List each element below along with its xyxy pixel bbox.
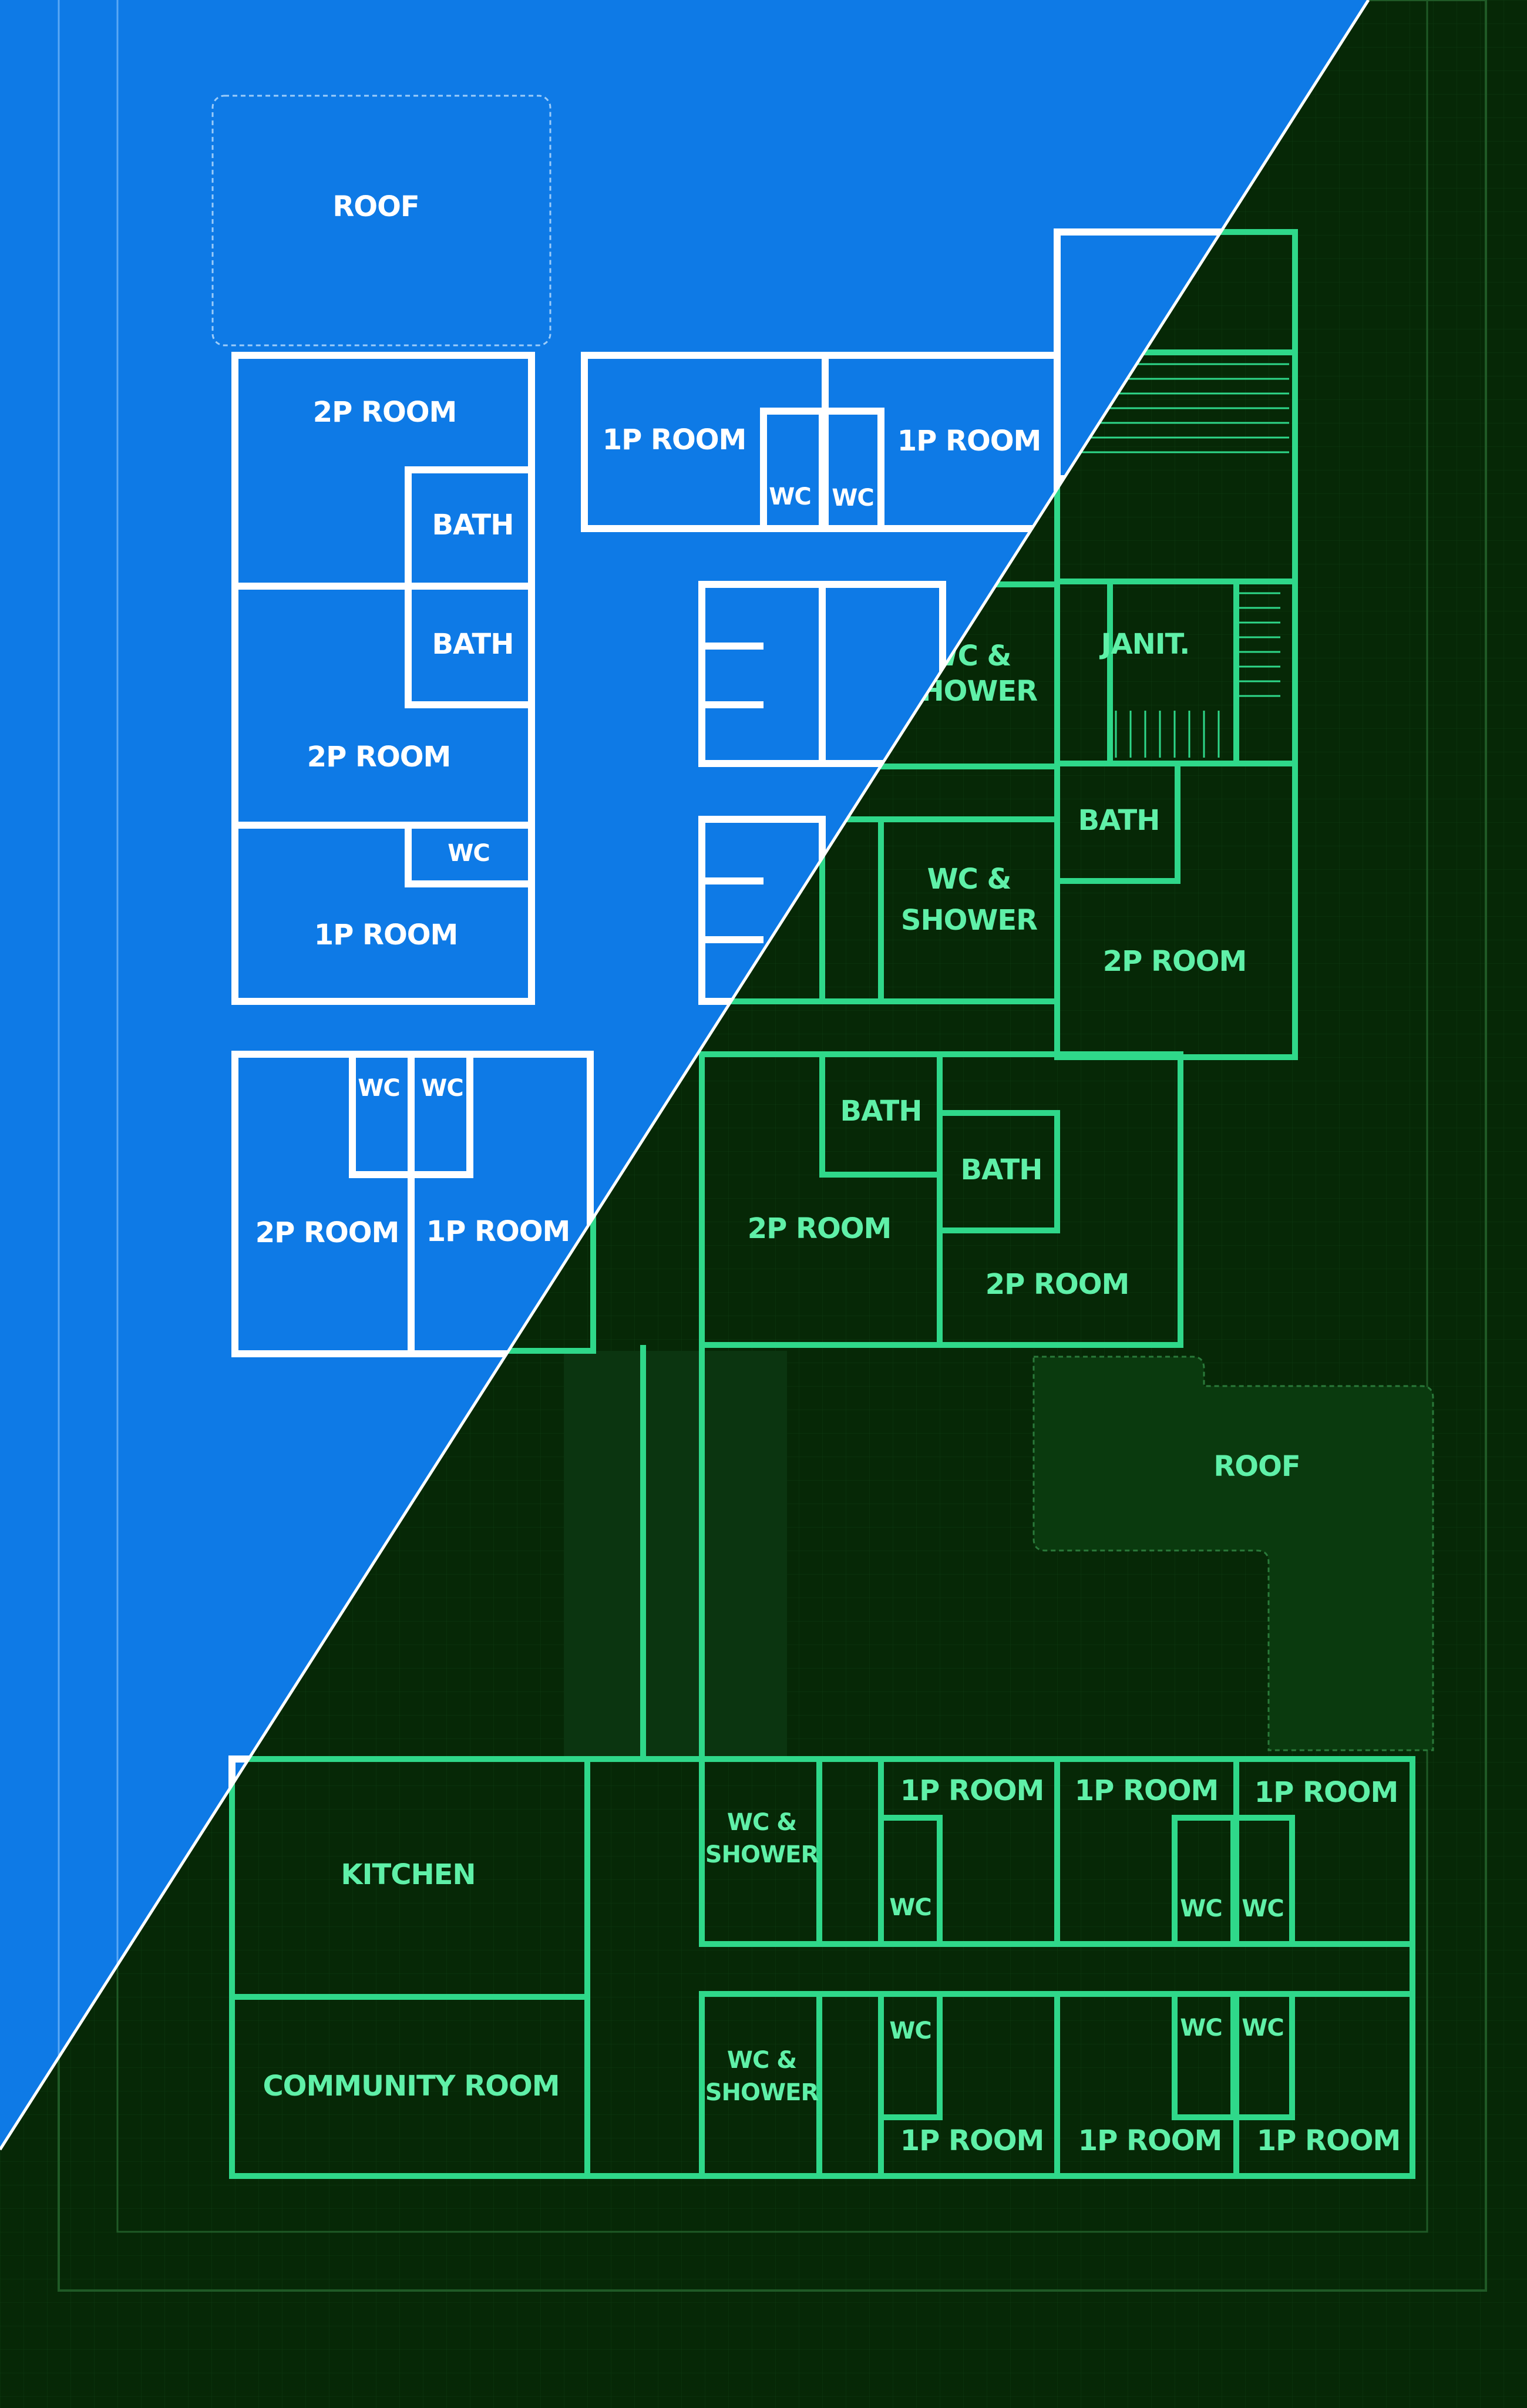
label-bath-a: BATH xyxy=(432,509,514,542)
label-wc-shower-c-line2: SHOWER xyxy=(705,1841,819,1868)
label-wc-shower-b-line2: SHOWER xyxy=(901,904,1037,937)
label-wc-f: WC xyxy=(889,1894,931,1921)
label-bath-e: BATH xyxy=(961,1153,1042,1186)
label-roof-top: ROOF xyxy=(332,190,419,223)
label-bath-b: BATH xyxy=(432,628,514,661)
label-wc-j: WC xyxy=(1180,2014,1222,2042)
label-1p-room-b: 1P ROOM xyxy=(603,423,746,456)
diagonal-divider xyxy=(0,0,1370,2151)
label-1p-room-i: 1P ROOM xyxy=(1078,2124,1222,2157)
roof-area-top xyxy=(211,95,551,347)
label-1p-room-e: 1P ROOM xyxy=(900,1774,1044,1807)
label-2p-room-e: 2P ROOM xyxy=(748,1212,892,1245)
label-wc-e: WC xyxy=(421,1075,463,1102)
label-community-room: COMMUNITY ROOM xyxy=(263,2070,559,2103)
label-wc-shower-d-line2: SHOWER xyxy=(705,2079,819,2106)
corridor-area xyxy=(564,1351,787,1762)
label-1p-room-j: 1P ROOM xyxy=(1257,2124,1401,2157)
label-1p-room-d: 1P ROOM xyxy=(426,1215,570,1248)
label-2p-room-a: 2P ROOM xyxy=(313,396,457,429)
label-janitor: JANIT. xyxy=(1099,628,1190,661)
label-wc-shower-b: WC & xyxy=(927,863,1011,896)
label-2p-room-c: 2P ROOM xyxy=(1103,945,1247,978)
label-wc-h: WC xyxy=(1242,1895,1283,1922)
label-2p-room-f: 2P ROOM xyxy=(986,1268,1129,1301)
label-bath-c: BATH xyxy=(1078,804,1160,837)
label-wc-a: WC xyxy=(448,840,489,867)
blueprint-labels: ROOF 2P ROOM BATH BATH 2P ROOM WC 1P ROO… xyxy=(255,190,1042,1249)
label-bath-d: BATH xyxy=(840,1095,922,1128)
label-wc-g: WC xyxy=(1180,1895,1222,1922)
label-1p-room-h: 1P ROOM xyxy=(900,2124,1044,2157)
label-1p-room-g: 1P ROOM xyxy=(1254,1776,1398,1809)
label-2p-room-b: 2P ROOM xyxy=(307,741,451,773)
label-wc-shower-c: WC & xyxy=(727,1809,796,1836)
label-1p-room-a: 1P ROOM xyxy=(314,919,458,951)
label-kitchen: KITCHEN xyxy=(341,1858,475,1891)
label-roof-mid: ROOF xyxy=(1213,1450,1300,1483)
label-2p-room-d: 2P ROOM xyxy=(255,1216,399,1249)
green-labels: JANIT. WC & SHOWER BATH WC & SHOWER 2P R… xyxy=(263,628,1401,2157)
label-wc-k: WC xyxy=(1242,2014,1283,2042)
label-wc-d: WC xyxy=(358,1075,399,1102)
label-1p-room-f: 1P ROOM xyxy=(1075,1774,1219,1807)
roof-area-mid xyxy=(1032,1356,1434,1751)
label-wc-i: WC xyxy=(889,2017,931,2044)
label-wc-b: WC xyxy=(769,483,810,510)
label-wc-shower-d: WC & xyxy=(727,2047,796,2074)
label-1p-room-c: 1P ROOM xyxy=(897,425,1041,458)
label-wc-c: WC xyxy=(832,485,873,512)
